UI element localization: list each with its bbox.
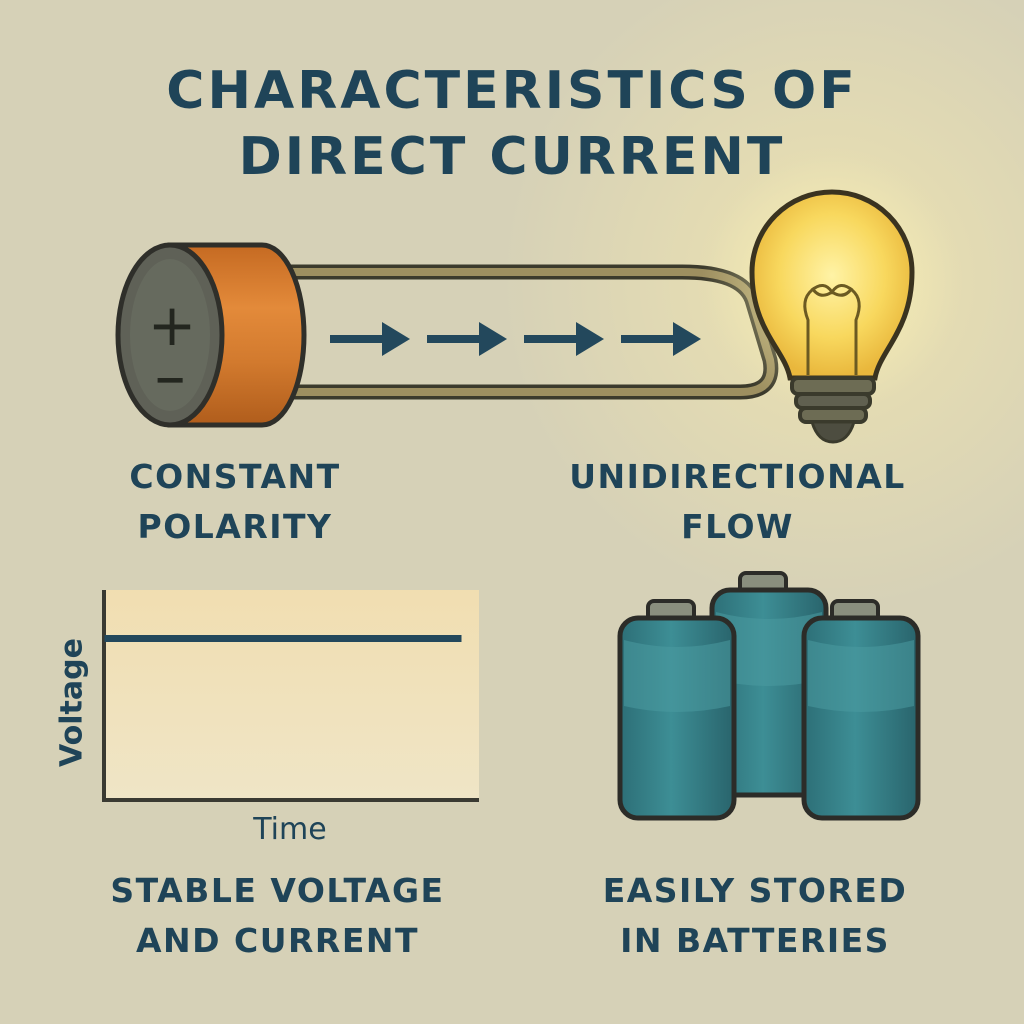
title-line-2: DIRECT CURRENT [238, 127, 786, 187]
plus-symbol: + [148, 291, 197, 359]
caption-constant-polarity: CONSTANT POLARITY [90, 452, 380, 552]
cylinder-battery-icon [617, 599, 737, 821]
caption-line: AND CURRENT [135, 921, 420, 960]
cylinder-battery-icon [709, 571, 829, 798]
circuit-wires [254, 264, 779, 400]
caption-line: IN BATTERIES [620, 921, 890, 960]
x-axis-label: Time [253, 812, 327, 847]
light-bulb-icon [702, 152, 962, 444]
battery-group [617, 571, 921, 821]
arrow-right-icon [330, 322, 410, 356]
caption-unidirectional-flow: UNIDIRECTIONAL FLOW [545, 452, 930, 552]
caption-line: UNIDIRECTIONAL [569, 457, 906, 496]
caption-line: FLOW [681, 507, 794, 546]
y-axis-label-text: Voltage [54, 638, 90, 767]
caption-stable-voltage: STABLE VOLTAGE AND CURRENT [80, 866, 475, 966]
arrow-right-icon [524, 322, 604, 356]
caption-line: STABLE VOLTAGE [110, 871, 445, 910]
cylinder-battery-icon [801, 599, 921, 821]
battery-icon [115, 242, 307, 428]
page-title: CHARACTERISTICS OF DIRECT CURRENT [0, 58, 1024, 190]
arrow-right-icon [621, 322, 701, 356]
caption-line: EASILY STORED [602, 871, 908, 910]
current-arrows [330, 322, 701, 356]
title-line-1: CHARACTERISTICS OF [166, 61, 858, 121]
caption-line: CONSTANT [129, 457, 341, 496]
caption-stored-in-batteries: EASILY STORED IN BATTERIES [560, 866, 950, 966]
chart-plot-area [104, 590, 479, 800]
voltage-time-chart [102, 590, 479, 802]
minus-symbol: − [153, 357, 187, 403]
arrow-right-icon [427, 322, 507, 356]
caption-line: POLARITY [137, 507, 333, 546]
